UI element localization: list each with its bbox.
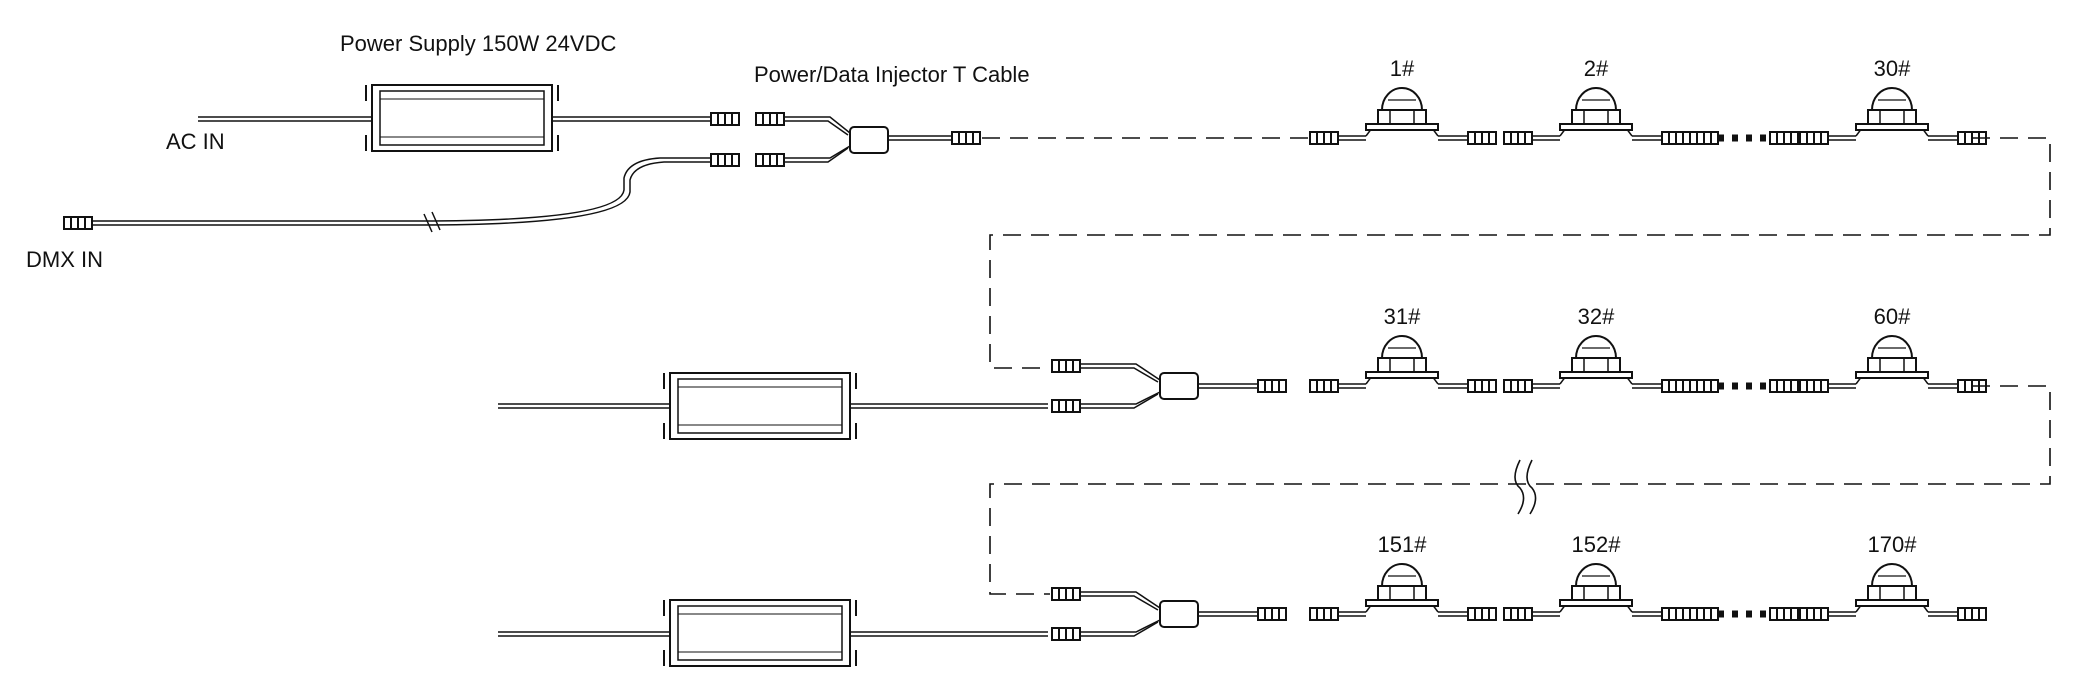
connector xyxy=(1661,607,1691,621)
connector xyxy=(1799,607,1829,621)
led-pixel-fixture xyxy=(1365,87,1439,131)
dmx-connector xyxy=(63,216,93,230)
connector xyxy=(710,153,740,167)
injector-wire xyxy=(1080,595,1159,611)
injector-wire xyxy=(1080,621,1159,637)
connector xyxy=(755,112,785,126)
connector xyxy=(1769,379,1799,393)
dmx-cable xyxy=(419,157,712,222)
connector xyxy=(1689,379,1719,393)
connector xyxy=(1769,131,1799,145)
dmx-cable xyxy=(419,161,712,226)
connector xyxy=(1467,379,1497,393)
connector xyxy=(755,153,785,167)
led-pixel-fixture xyxy=(1559,335,1633,379)
injector-t-splitter xyxy=(849,126,889,154)
connector xyxy=(1051,587,1081,601)
connector xyxy=(710,112,740,126)
connector xyxy=(1689,607,1719,621)
led-pixel-fixture xyxy=(1855,563,1929,607)
power-supply-box xyxy=(663,599,857,667)
connector xyxy=(1309,379,1339,393)
power-supply-box xyxy=(663,372,857,440)
dashed-return xyxy=(989,385,2051,595)
injector-wire xyxy=(784,116,851,134)
injector-wire xyxy=(784,145,851,159)
injector-wire xyxy=(1080,391,1161,405)
connector xyxy=(1051,627,1081,641)
injector-wire xyxy=(1080,367,1159,383)
cable-break xyxy=(423,211,441,233)
led-pixel-fixture xyxy=(1559,563,1633,607)
connector xyxy=(1467,131,1497,145)
connector xyxy=(1503,607,1533,621)
connector xyxy=(1257,607,1287,621)
connector xyxy=(1957,607,1987,621)
led-pixel-fixture xyxy=(1365,563,1439,607)
injector-t-splitter xyxy=(1159,372,1199,400)
dashed-return xyxy=(989,137,2051,369)
led-pixel-fixture xyxy=(1365,335,1439,379)
injector-wire xyxy=(784,147,849,163)
connector xyxy=(1661,379,1691,393)
connector xyxy=(1503,379,1533,393)
connector xyxy=(1799,379,1829,393)
connector xyxy=(1309,131,1339,145)
injector-wire xyxy=(784,120,849,136)
connector xyxy=(1309,607,1339,621)
connector xyxy=(1799,131,1829,145)
injector-wire xyxy=(1080,393,1159,409)
connector xyxy=(1769,607,1799,621)
connector xyxy=(951,131,981,145)
connector xyxy=(1257,379,1287,393)
cable-break xyxy=(1514,459,1537,515)
power-supply-box xyxy=(365,84,559,152)
connector xyxy=(1051,359,1081,373)
led-pixel-fixture xyxy=(1855,87,1929,131)
injector-wire xyxy=(1080,363,1161,381)
connector xyxy=(1689,131,1719,145)
led-pixel-fixture xyxy=(1855,335,1929,379)
injector-t-splitter xyxy=(1159,600,1199,628)
led-pixel-fixture xyxy=(1559,87,1633,131)
injector-wire xyxy=(1080,619,1161,633)
connector xyxy=(1661,131,1691,145)
connector xyxy=(1467,607,1497,621)
connector xyxy=(1503,131,1533,145)
connector xyxy=(1051,399,1081,413)
injector-wire xyxy=(1080,591,1161,609)
